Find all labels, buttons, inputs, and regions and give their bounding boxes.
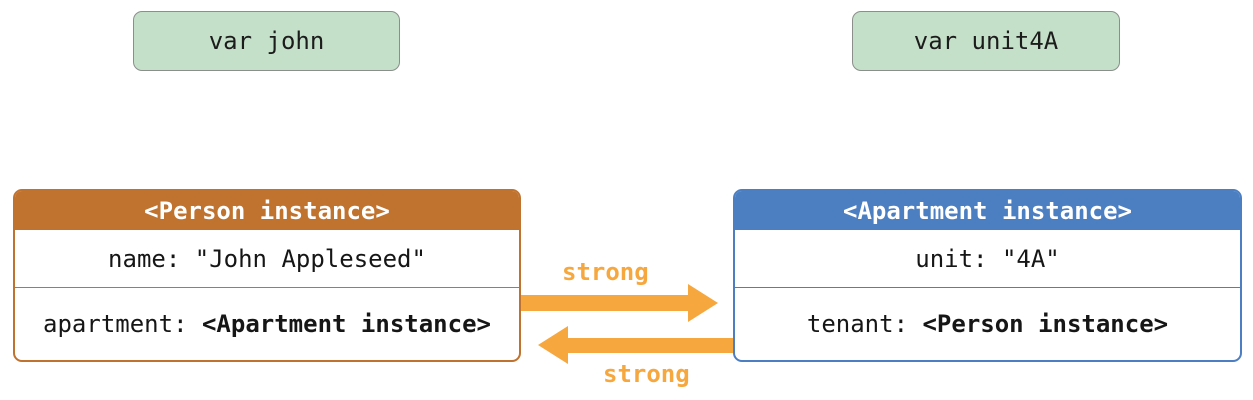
name-property-value: "John Appleseed" <box>194 244 426 273</box>
person-name-row: name: "John Appleseed" <box>15 230 519 288</box>
tenant-property-value: <Person instance> <box>922 310 1169 338</box>
apartment-tenant-row: tenant: <Person instance> <box>735 288 1240 360</box>
var-unit4a-box: var unit4A <box>852 11 1120 71</box>
person-instance-header: <Person instance> <box>15 191 519 230</box>
person-instance-box: <Person instance> name: "John Appleseed"… <box>13 189 521 362</box>
unit-property-value: "4A" <box>1001 244 1060 273</box>
strong-arrow-right-icon <box>521 284 718 322</box>
apartment-property-label: apartment: <box>43 310 202 338</box>
var-john-label: var john <box>208 27 325 55</box>
tenant-property-label: tenant: <box>806 310 923 338</box>
var-unit4a-label: var unit4A <box>913 27 1059 55</box>
strong-arrow-left-icon <box>538 326 733 364</box>
apartment-unit-row: unit: "4A" <box>735 230 1240 288</box>
apartment-instance-title: <Apartment instance> <box>843 196 1132 225</box>
apartment-instance-box: <Apartment instance> unit: "4A" tenant: … <box>733 189 1242 362</box>
name-property-label: name: <box>108 244 195 273</box>
strong-label-forward: strong <box>562 258 649 286</box>
var-john-box: var john <box>133 11 400 71</box>
person-apartment-row: apartment: <Apartment instance> <box>15 288 519 360</box>
strong-label-backward: strong <box>603 360 690 388</box>
person-instance-title: <Person instance> <box>144 196 390 225</box>
unit-property-label: unit: <box>915 244 1002 273</box>
apartment-property-value: <Apartment instance> <box>201 310 491 338</box>
apartment-instance-header: <Apartment instance> <box>735 191 1240 230</box>
